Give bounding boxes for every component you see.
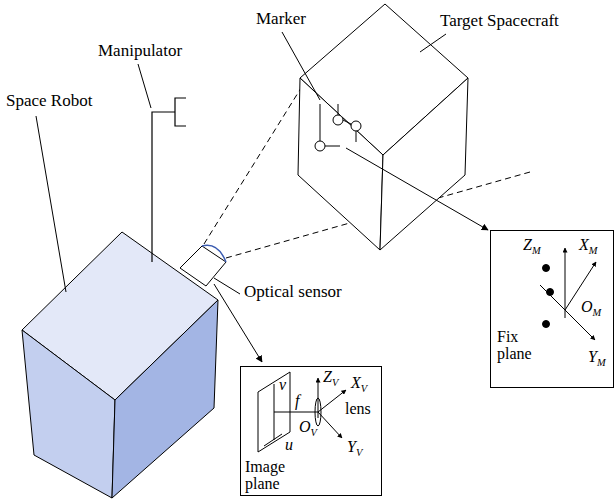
optical-sensor xyxy=(180,245,226,286)
axis-label: XV xyxy=(351,375,367,395)
axis-label: ZM xyxy=(523,237,541,257)
target-spacecraft-cube xyxy=(298,4,468,250)
marker-label: Marker xyxy=(256,10,306,29)
origin-label: OV xyxy=(299,419,317,439)
leader-line xyxy=(214,278,240,294)
sensor-label: Optical sensor xyxy=(244,283,342,302)
axis-label: YV xyxy=(347,439,362,459)
lens-label: lens xyxy=(345,401,371,418)
origin-label: OM xyxy=(581,299,601,319)
robot-label: Space Robot xyxy=(6,92,92,111)
inset-arrows xyxy=(214,148,488,362)
image-plane-inset: v u f ZV XV YV OV lensImage plane xyxy=(240,366,382,496)
manipulator-label: Manipulator xyxy=(98,42,182,61)
marker-frame xyxy=(490,230,614,388)
axis-label: YM xyxy=(588,349,606,369)
axis-label: XM xyxy=(579,237,597,257)
camera-frame xyxy=(240,366,382,496)
target-label: Target Spacecraft xyxy=(440,12,559,31)
inset-title: Fix plane xyxy=(497,329,541,363)
manipulator xyxy=(152,98,186,262)
leader-line xyxy=(138,64,151,108)
fix-plane-inset: ZM XM OM YM Fix plane xyxy=(490,230,614,388)
leader-line xyxy=(282,32,320,100)
focal-length-label: f xyxy=(295,393,299,410)
leader-line xyxy=(420,34,446,52)
axis-label: ZV xyxy=(323,369,338,389)
axis-label: v xyxy=(279,377,286,394)
marker-pattern xyxy=(315,104,361,151)
inset-title: Image plane xyxy=(245,459,301,493)
leader-line xyxy=(36,116,66,292)
axis-label: u xyxy=(285,437,293,454)
